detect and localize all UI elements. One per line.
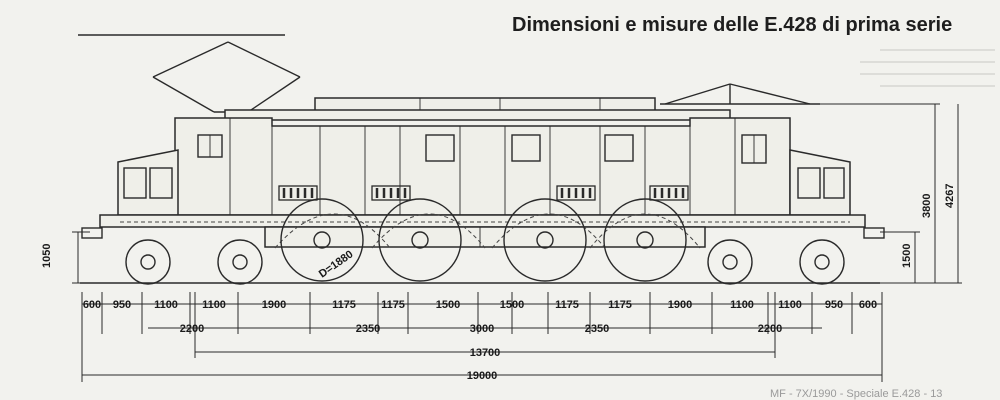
small-wheels xyxy=(125,239,845,285)
dim-label-1500: 1500 xyxy=(901,244,913,268)
pantograph-right xyxy=(660,83,820,105)
dim-row1-item: 1900 xyxy=(262,299,286,311)
horizontal-dimensions xyxy=(81,292,883,382)
locomotive-body xyxy=(174,117,791,216)
dim-row1-item: 1100 xyxy=(778,299,802,311)
dimension-row-2: 2200 2350 3000 2350 2200 xyxy=(180,323,782,335)
frame xyxy=(81,214,885,248)
dim-row2-item: 2200 xyxy=(180,323,204,335)
dim-row1-item: 1175 xyxy=(381,299,405,311)
page-footer: MF - 7X/1990 - Speciale E.428 - 13 xyxy=(770,388,943,400)
background-lines xyxy=(860,49,995,87)
dim-row1-item: 1100 xyxy=(202,299,226,311)
dim-row2-item: 2350 xyxy=(585,323,609,335)
dim-row1-item: 1900 xyxy=(668,299,692,311)
pantograph-left xyxy=(78,34,301,113)
dim-row1-item: 1500 xyxy=(500,299,524,311)
dim-row1-item: 1500 xyxy=(436,299,460,311)
dim-row1-item: 1175 xyxy=(608,299,632,311)
dim-label-19000: 19000 xyxy=(467,370,498,382)
dim-row2-item: 2350 xyxy=(356,323,380,335)
dim-row1-item: 600 xyxy=(83,299,101,311)
driving-wheels xyxy=(280,198,687,282)
bogie-outlines xyxy=(274,213,701,249)
dim-row1-item: 950 xyxy=(113,299,131,311)
dim-row1-item: 950 xyxy=(825,299,843,311)
dim-row1-item: 600 xyxy=(859,299,877,311)
wheel-diameter-label: D=1880 xyxy=(317,248,356,280)
dim-label-1050: 1050 xyxy=(41,244,53,268)
page-title: Dimensioni e misure delle E.428 di prima… xyxy=(512,14,953,36)
dim-row2-item: 2200 xyxy=(758,323,782,335)
dim-row2-item: 3000 xyxy=(470,323,494,335)
dim-row1-item: 1175 xyxy=(555,299,579,311)
dim-label-13700: 13700 xyxy=(470,347,501,359)
dim-label-4267: 4267 xyxy=(944,184,956,208)
dimension-row-1: 600 950 1100 1100 1900 1175 1175 1500 15… xyxy=(83,299,877,311)
dim-label-3800: 3800 xyxy=(921,194,933,218)
dim-row1-item: 1175 xyxy=(332,299,356,311)
roof xyxy=(224,97,731,121)
dim-row1-item: 1100 xyxy=(154,299,178,311)
nose-left xyxy=(117,149,179,216)
nose-right xyxy=(789,149,851,216)
dim-row1-item: 1100 xyxy=(730,299,754,311)
vertical-dimensions: 1050 1500 3800 4267 xyxy=(41,103,962,284)
